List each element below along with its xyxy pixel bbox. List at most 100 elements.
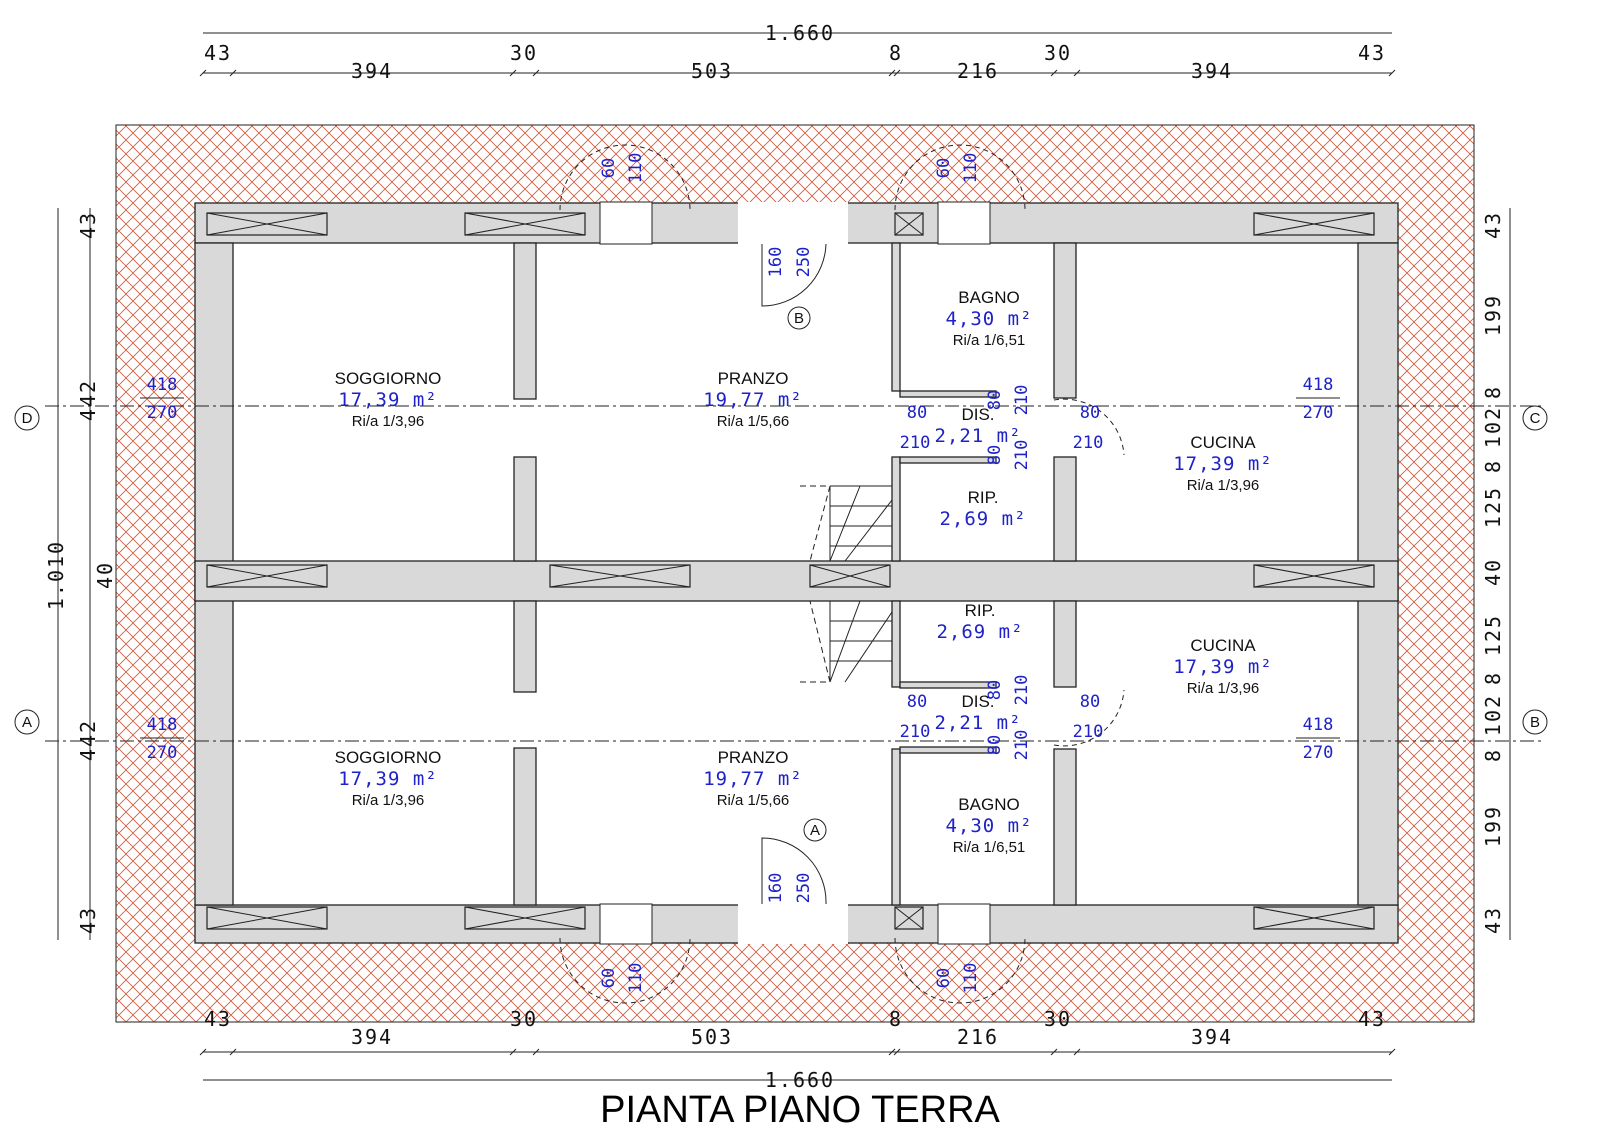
room-name: CUCINA bbox=[1190, 433, 1256, 452]
bottom-total-width: 1.660 bbox=[765, 1068, 835, 1092]
room-area: 4,30 m² bbox=[945, 308, 1032, 330]
window-height: 270 bbox=[147, 403, 178, 423]
stairs bbox=[800, 485, 893, 683]
bottom-segment-dim: 394 bbox=[351, 1025, 393, 1049]
main-door-width: 160 bbox=[766, 247, 786, 278]
left-segment-dim: 442 bbox=[76, 719, 100, 761]
top-segment-dim: 503 bbox=[691, 59, 733, 83]
top-total-width: 1.660 bbox=[765, 21, 835, 45]
room-ratio: Ri/a 1/6,51 bbox=[953, 839, 1026, 856]
left-segment-dim: 43 bbox=[76, 906, 100, 934]
pillar bbox=[1253, 906, 1375, 930]
bottom-segment-dim: 30 bbox=[510, 1007, 538, 1031]
room-ratio: Ri/a 1/3,96 bbox=[1187, 477, 1260, 494]
right-segment-dim: 43 bbox=[1481, 906, 1505, 934]
room-dis: DIS.2,21 m² bbox=[934, 692, 1021, 734]
room-name: SOGGIORNO bbox=[335, 748, 442, 767]
room-area: 17,39 m² bbox=[338, 768, 438, 790]
main-door-height: 250 bbox=[794, 247, 814, 278]
room-area: 19,77 m² bbox=[703, 389, 803, 411]
top-segment-dim: 216 bbox=[957, 59, 999, 83]
int-door-width-v: 80 bbox=[985, 680, 1005, 700]
top-segment-dim: 30 bbox=[510, 41, 538, 65]
window-width: 418 bbox=[1303, 375, 1334, 395]
pillar bbox=[206, 564, 328, 588]
room-area: 17,39 m² bbox=[1173, 656, 1273, 678]
right-segment-dim: 8 bbox=[1481, 459, 1505, 473]
small-window-width: 60 bbox=[934, 968, 954, 988]
small-window-width: 60 bbox=[934, 158, 954, 178]
room-ratio: Ri/a 1/5,66 bbox=[717, 792, 790, 809]
top-segment-dim: 394 bbox=[351, 59, 393, 83]
pillar bbox=[206, 212, 328, 236]
pillar bbox=[1253, 564, 1375, 588]
small-window-width: 60 bbox=[599, 158, 619, 178]
small-window-height: 110 bbox=[626, 153, 646, 184]
room-area: 4,30 m² bbox=[945, 815, 1032, 837]
bottom-segment-dim: 43 bbox=[204, 1007, 232, 1031]
right-segment-dim: 102 bbox=[1481, 406, 1505, 448]
room-name: BAGNO bbox=[958, 288, 1019, 307]
window-height: 270 bbox=[147, 743, 178, 763]
int-door-height-v: 210 bbox=[1012, 440, 1032, 471]
room-ratio: Ri/a 1/6,51 bbox=[953, 332, 1026, 349]
bottom-segment-dim: 8 bbox=[889, 1007, 903, 1031]
int-door-height: 210 bbox=[1073, 433, 1104, 453]
int-door-width: 80 bbox=[1080, 403, 1100, 423]
room-area: 2,69 m² bbox=[936, 621, 1023, 643]
left-segment-dim: 43 bbox=[76, 211, 100, 239]
room-area: 2,69 m² bbox=[939, 508, 1026, 530]
room-area: 2,21 m² bbox=[934, 712, 1021, 734]
top-segment-dim: 30 bbox=[1044, 41, 1072, 65]
right-segment-dim: 8 bbox=[1481, 748, 1505, 762]
room-name: CUCINA bbox=[1190, 636, 1256, 655]
section-label: D bbox=[22, 410, 33, 427]
left-segment-dim: 40 bbox=[93, 561, 117, 589]
room-name: PRANZO bbox=[718, 369, 789, 388]
int-door-width-v: 80 bbox=[985, 445, 1005, 465]
pillar bbox=[809, 564, 891, 588]
right-segment-dim: 199 bbox=[1481, 294, 1505, 336]
plan-title: PIANTA PIANO TERRA bbox=[600, 1089, 1000, 1129]
right-segment-dim: 199 bbox=[1481, 805, 1505, 847]
int-door-width-v: 80 bbox=[985, 735, 1005, 755]
int-door-height: 210 bbox=[900, 433, 931, 453]
section-marker-c: C bbox=[1522, 405, 1548, 431]
main-door-height: 250 bbox=[794, 873, 814, 904]
top-segment-dim: 43 bbox=[204, 41, 232, 65]
svg-text:A: A bbox=[810, 822, 820, 839]
pillar bbox=[894, 212, 924, 236]
room-area: 19,77 m² bbox=[703, 768, 803, 790]
bottom-segment-dim: 43 bbox=[1358, 1007, 1386, 1031]
left-segment-dim: 442 bbox=[76, 379, 100, 421]
int-door-height: 210 bbox=[1073, 722, 1104, 742]
door-marker: B bbox=[787, 306, 811, 330]
right-segment-dim: 8 bbox=[1481, 671, 1505, 685]
window-width: 418 bbox=[147, 715, 178, 735]
int-door-width: 80 bbox=[1080, 692, 1100, 712]
left-total-height: 1.010 bbox=[44, 540, 68, 610]
room-ratio: Ri/a 1/3,96 bbox=[352, 792, 425, 809]
section-marker-a: A bbox=[14, 709, 40, 735]
section-lines bbox=[45, 405, 1545, 742]
door-marker: A bbox=[803, 818, 827, 842]
main-door-width: 160 bbox=[766, 873, 786, 904]
room-rip: RIP.2,69 m² bbox=[936, 601, 1023, 643]
window-height: 270 bbox=[1303, 743, 1334, 763]
pillar bbox=[464, 906, 586, 930]
room-name: SOGGIORNO bbox=[335, 369, 442, 388]
right-segment-dim: 43 bbox=[1481, 211, 1505, 239]
room-name: DIS. bbox=[961, 692, 994, 711]
right-segment-dim: 102 bbox=[1481, 694, 1505, 736]
window-width: 418 bbox=[147, 375, 178, 395]
svg-text:B: B bbox=[794, 310, 804, 327]
section-marker-d: D bbox=[14, 405, 40, 431]
